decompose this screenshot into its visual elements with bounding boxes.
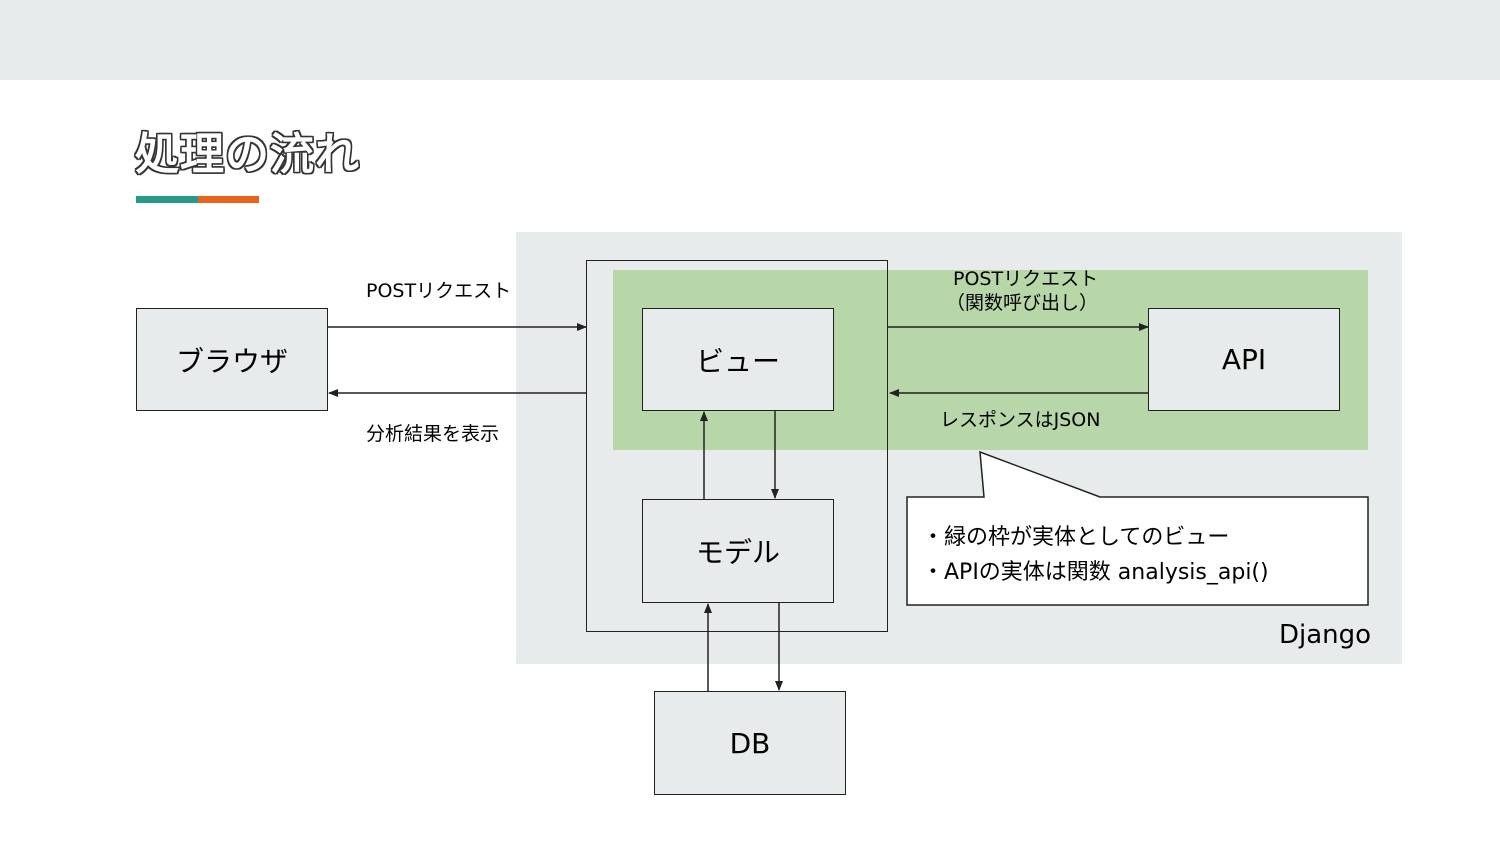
model-node: モデル <box>642 499 834 603</box>
label-api-to-view: レスポンスはJSON <box>940 409 1101 431</box>
slide-title: 処理の流れ <box>135 129 360 180</box>
note-line-2: ・APIの実体は関数 analysis_api() <box>922 560 1269 585</box>
title-accent-teal <box>136 196 198 203</box>
browser-node: ブラウザ <box>136 308 328 411</box>
title-accent-orange <box>198 196 259 203</box>
note-line-1: ・緑の枠が実体としてのビュー <box>922 525 1230 550</box>
label-view-to-api-1: POSTリクエスト <box>953 268 1099 290</box>
label-app-to-browser: 分析結果を表示 <box>366 423 500 445</box>
app-frame <box>586 260 888 632</box>
api-node: API <box>1148 308 1340 411</box>
db-node: DB <box>654 691 846 795</box>
label-view-to-api-2: （関数呼び出し） <box>946 292 1099 314</box>
django-label: Django <box>1279 620 1372 650</box>
view-node: ビュー <box>642 308 834 411</box>
top-banner <box>0 0 1500 80</box>
label-browser-to-app: POSTリクエスト <box>366 280 512 302</box>
